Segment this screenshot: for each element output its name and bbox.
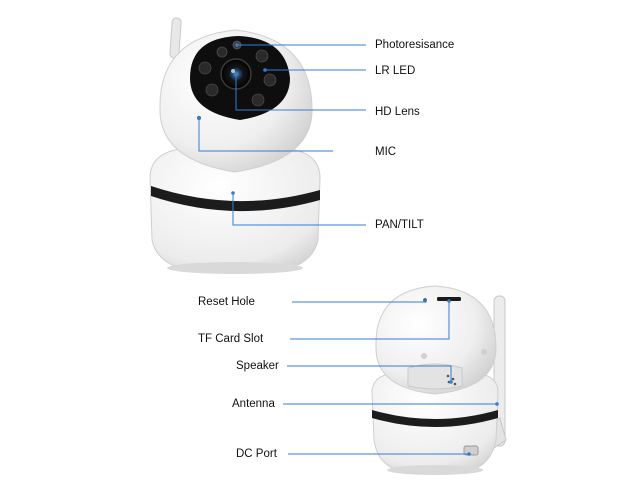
label-dc-port: DC Port — [236, 448, 277, 460]
tf-card-slot — [437, 297, 461, 301]
label-mic: MIC — [375, 146, 397, 158]
dc-port — [463, 445, 479, 456]
back-band — [372, 410, 498, 427]
label-lr-led: LR LED — [375, 65, 416, 77]
back-head — [375, 285, 497, 395]
label-tf-card-slot: TF Card Slot — [198, 333, 264, 345]
label-reset-hole: Reset Hole — [198, 296, 255, 308]
label-speaker: Speaker — [236, 360, 279, 372]
label-antenna: Antenna — [232, 398, 275, 410]
back-camera — [371, 285, 507, 475]
speaker-grille — [446, 374, 457, 386]
front-foot — [167, 262, 303, 274]
callout-line-hd-lens — [235, 74, 366, 111]
label-photoresistance: Photoresisance — [375, 39, 455, 51]
label-pan-tilt: PAN/TILT — [375, 219, 424, 231]
speaker-recess — [407, 363, 463, 390]
back-callout-lines — [283, 299, 499, 456]
front-camera — [149, 17, 321, 274]
callout-line-speaker — [287, 365, 452, 382]
front-callout-lines — [197, 43, 366, 226]
front-band — [151, 186, 320, 212]
ir-leds — [198, 46, 277, 107]
callout-line-tf-card-slot — [290, 301, 450, 340]
label-hd-lens: HD Lens — [375, 106, 420, 118]
callout-line-mic — [198, 118, 333, 152]
callout-line-pan-tilt — [232, 193, 366, 226]
